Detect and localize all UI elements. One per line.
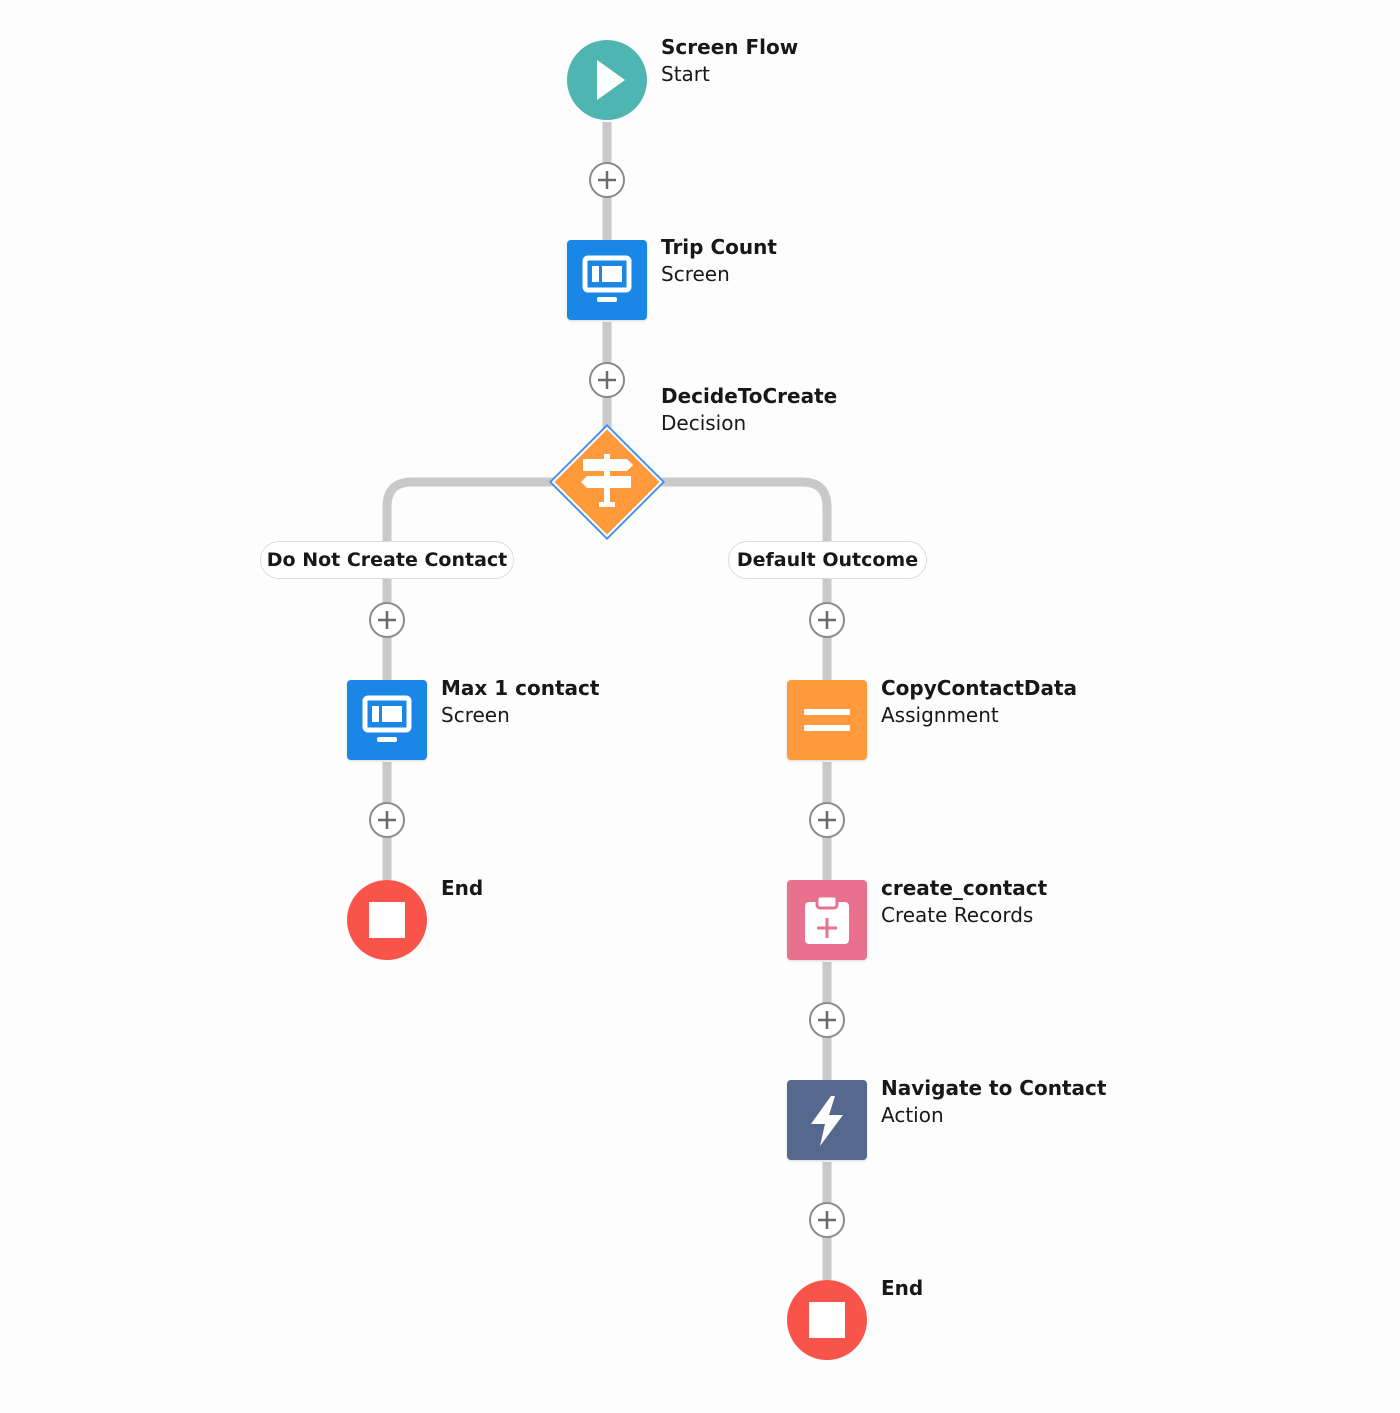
connector-decision-right [654, 477, 832, 548]
screen-icon [362, 695, 412, 742]
max-contact-subtitle: Screen [441, 703, 510, 727]
max-contact-label: Max 1 contact Screen [441, 675, 599, 729]
decision-label: DecideToCreate Decision [661, 383, 837, 437]
add-element-button[interactable] [589, 162, 625, 198]
trip-count-title: Trip Count [661, 235, 777, 259]
max-contact-title: Max 1 contact [441, 676, 600, 700]
outcome-default[interactable]: Default Outcome [728, 541, 927, 579]
plus-icon [378, 811, 396, 829]
plus-icon [818, 611, 836, 629]
copy-contact-data-node[interactable] [787, 680, 867, 760]
max-contact-node[interactable] [347, 680, 427, 760]
plus-icon [818, 1211, 836, 1229]
navigate-to-contact-label: Navigate to Contact Action [881, 1075, 1106, 1129]
add-element-button[interactable] [809, 802, 845, 838]
decision-node[interactable] [547, 422, 667, 542]
lightning-icon [811, 1096, 843, 1146]
play-icon [597, 60, 625, 100]
create-contact-subtitle: Create Records [881, 903, 1034, 927]
end-node-left[interactable] [347, 880, 427, 960]
stop-icon [369, 902, 405, 938]
start-node[interactable] [567, 40, 647, 120]
navigate-to-contact-subtitle: Action [881, 1103, 944, 1127]
plus-icon [818, 811, 836, 829]
start-subtitle: Start [661, 62, 710, 86]
end-left-title: End [441, 876, 484, 900]
plus-icon [818, 1011, 836, 1029]
decision-subtitle: Decision [661, 411, 747, 435]
signpost-icon [549, 424, 665, 540]
copy-contact-data-label: CopyContactData Assignment [881, 675, 1077, 729]
end-left-label: End [441, 875, 483, 902]
plus-icon [598, 371, 616, 389]
decision-title: DecideToCreate [661, 384, 838, 408]
add-element-button[interactable] [809, 602, 845, 638]
record-create-icon [805, 894, 849, 944]
navigate-to-contact-node[interactable] [787, 1080, 867, 1160]
add-element-button[interactable] [369, 602, 405, 638]
trip-count-label: Trip Count Screen [661, 234, 777, 288]
navigate-to-contact-title: Navigate to Contact [881, 1076, 1107, 1100]
add-element-button[interactable] [369, 802, 405, 838]
add-element-button[interactable] [809, 1002, 845, 1038]
copy-contact-data-title: CopyContactData [881, 676, 1078, 700]
copy-contact-data-subtitle: Assignment [881, 703, 999, 727]
create-contact-title: create_contact [881, 876, 1048, 900]
end-right-label: End [881, 1275, 923, 1302]
equals-icon [804, 709, 850, 731]
start-title: Screen Flow [661, 35, 799, 59]
connector-decision-left [382, 477, 560, 548]
start-label: Screen Flow Start [661, 34, 798, 88]
plus-icon [378, 611, 396, 629]
plus-icon [598, 171, 616, 189]
create-contact-node[interactable] [787, 880, 867, 960]
trip-count-subtitle: Screen [661, 262, 730, 286]
add-element-button[interactable] [809, 1202, 845, 1238]
screen-icon [582, 255, 632, 302]
trip-count-node[interactable] [567, 240, 647, 320]
create-contact-label: create_contact Create Records [881, 875, 1047, 929]
end-right-title: End [881, 1276, 924, 1300]
outcome-do-not-create[interactable]: Do Not Create Contact [260, 541, 514, 579]
add-element-button[interactable] [589, 362, 625, 398]
stop-icon [809, 1302, 845, 1338]
end-node-right[interactable] [787, 1280, 867, 1360]
